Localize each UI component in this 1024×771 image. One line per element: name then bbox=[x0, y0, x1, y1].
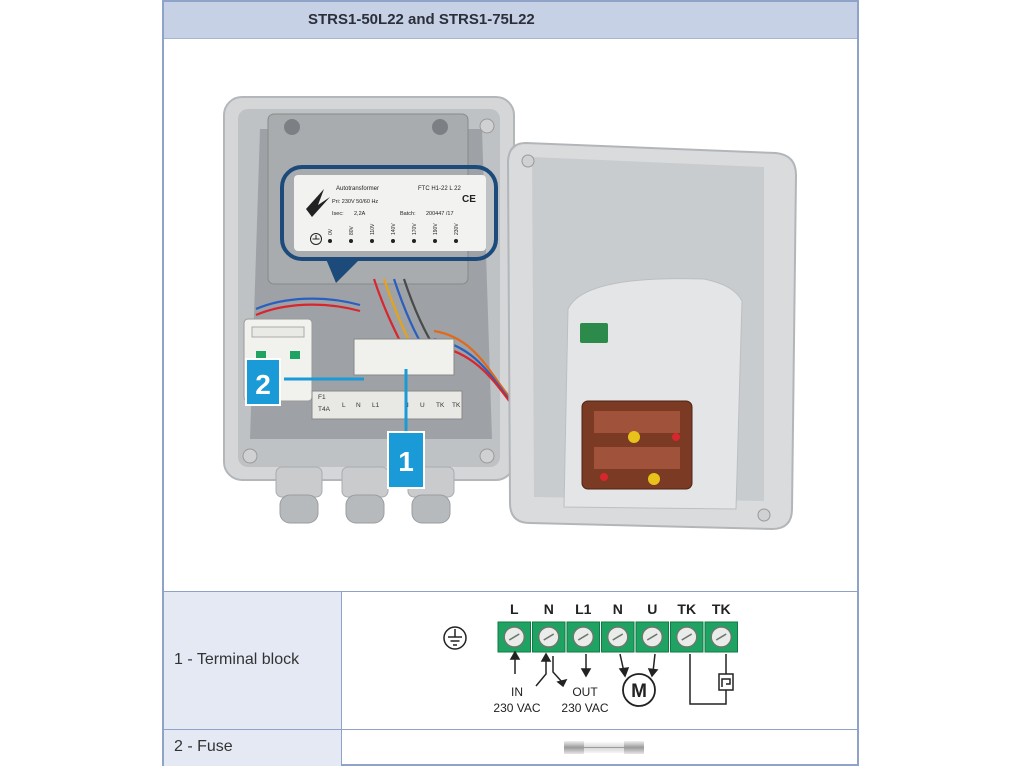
callout-2-number: 2 bbox=[255, 369, 271, 400]
enclosure-illustration: Autotransformer FTC H1-22 L 22 Pri: 230V… bbox=[223, 96, 798, 531]
callout-2: 2 bbox=[245, 358, 364, 406]
plate-batch-value: 200447 /17 bbox=[426, 211, 454, 217]
terminal-tk: TK bbox=[670, 601, 704, 653]
fuse-icon bbox=[564, 741, 644, 754]
page-title: STRS1-50L22 and STRS1-75L22 bbox=[308, 11, 535, 28]
cable-glands bbox=[275, 466, 455, 524]
row-label-cell: 1 - Terminal block bbox=[164, 592, 342, 729]
enclosure-base bbox=[223, 96, 515, 481]
fuse-illustration-cell bbox=[342, 730, 857, 766]
strip-label: TK bbox=[436, 402, 445, 409]
document-frame: STRS1-50L22 and STRS1-75L22 bbox=[162, 0, 859, 766]
autotransformer-label-plate: Autotransformer FTC H1-22 L 22 Pri: 230V… bbox=[280, 165, 498, 283]
strip-label: N bbox=[356, 402, 361, 409]
terminal-l1: L1 bbox=[566, 601, 600, 653]
tap-label: 140V bbox=[391, 223, 397, 235]
row-label-cell: 2 - Fuse bbox=[164, 730, 342, 766]
callout-1: 1 bbox=[387, 369, 425, 489]
strip-label: U bbox=[420, 402, 425, 409]
plate-model: FTC H1-22 L 22 bbox=[418, 186, 461, 192]
ground-symbol-icon bbox=[310, 233, 322, 245]
plate-isec-value: 2,2A bbox=[354, 211, 366, 217]
terminal-block-diagram: L N L1 N U TK TK bbox=[443, 601, 738, 715]
brand-logo-icon bbox=[306, 189, 330, 217]
terminal-n: N bbox=[532, 601, 566, 653]
out-voltage: 230 VAC bbox=[561, 701, 608, 715]
ce-mark: CE bbox=[462, 194, 476, 205]
strip-label: T4A bbox=[318, 406, 331, 413]
terminal-tk: TK bbox=[704, 601, 738, 653]
plate-line1: Autotransformer bbox=[336, 186, 379, 192]
motor-label: M bbox=[631, 681, 647, 702]
in-label: IN bbox=[511, 685, 523, 699]
strip-label: F1 bbox=[318, 394, 326, 401]
tap-label: 170V bbox=[412, 223, 418, 235]
enclosure-photo: Autotransformer FTC H1-22 L 22 Pri: 230V… bbox=[164, 39, 857, 591]
terminal-label: U bbox=[647, 601, 657, 617]
wiring-arrows bbox=[509, 650, 734, 705]
terminal-n: N bbox=[601, 601, 635, 653]
rotary-switch bbox=[581, 400, 693, 490]
terminal-label: L1 bbox=[575, 601, 592, 617]
out-label: OUT bbox=[572, 685, 598, 699]
legend-table: 1 - Terminal block L N L1 N U TK TK bbox=[164, 591, 857, 766]
title-bar: STRS1-50L22 and STRS1-75L22 bbox=[164, 2, 857, 39]
terminal-block-diagram-cell: L N L1 N U TK TK bbox=[342, 592, 857, 729]
terminal-l: L bbox=[497, 601, 531, 653]
in-voltage: 230 VAC bbox=[493, 701, 540, 715]
plate-batch-label: Batch: bbox=[400, 211, 416, 217]
terminal-label: N bbox=[613, 601, 623, 617]
earth-ground-icon bbox=[443, 626, 467, 650]
terminal-label: TK bbox=[712, 601, 731, 617]
fuse-label: 2 - Fuse bbox=[174, 738, 233, 755]
table-row: 1 - Terminal block L N L1 N U TK TK bbox=[164, 591, 857, 730]
terminal-label: TK bbox=[677, 601, 696, 617]
terminal-label: L bbox=[510, 601, 519, 617]
strip-label: L bbox=[342, 402, 346, 409]
strip-label: TK bbox=[452, 402, 461, 409]
table-row: 2 - Fuse bbox=[164, 730, 857, 766]
tap-label: 80V bbox=[349, 225, 355, 235]
strip-label: L1 bbox=[372, 402, 380, 409]
terminal-u: U bbox=[635, 601, 669, 653]
tap-label: 190V bbox=[433, 223, 439, 235]
tap-label: 230V bbox=[454, 223, 460, 235]
plate-primary: Pri: 230V 50/60 Hz bbox=[332, 199, 378, 205]
terminal-label: N bbox=[544, 601, 554, 617]
tap-label: 110V bbox=[370, 223, 376, 235]
tap-label: 0V bbox=[328, 228, 334, 235]
callout-1-number: 1 bbox=[398, 446, 414, 477]
terminal-block-label: 1 - Terminal block bbox=[174, 651, 300, 668]
plate-isec-label: Isec: bbox=[332, 211, 344, 217]
motor-icon: M bbox=[622, 673, 656, 707]
terminal-strip: F1T4ALNL1NUTKTK bbox=[311, 338, 463, 420]
